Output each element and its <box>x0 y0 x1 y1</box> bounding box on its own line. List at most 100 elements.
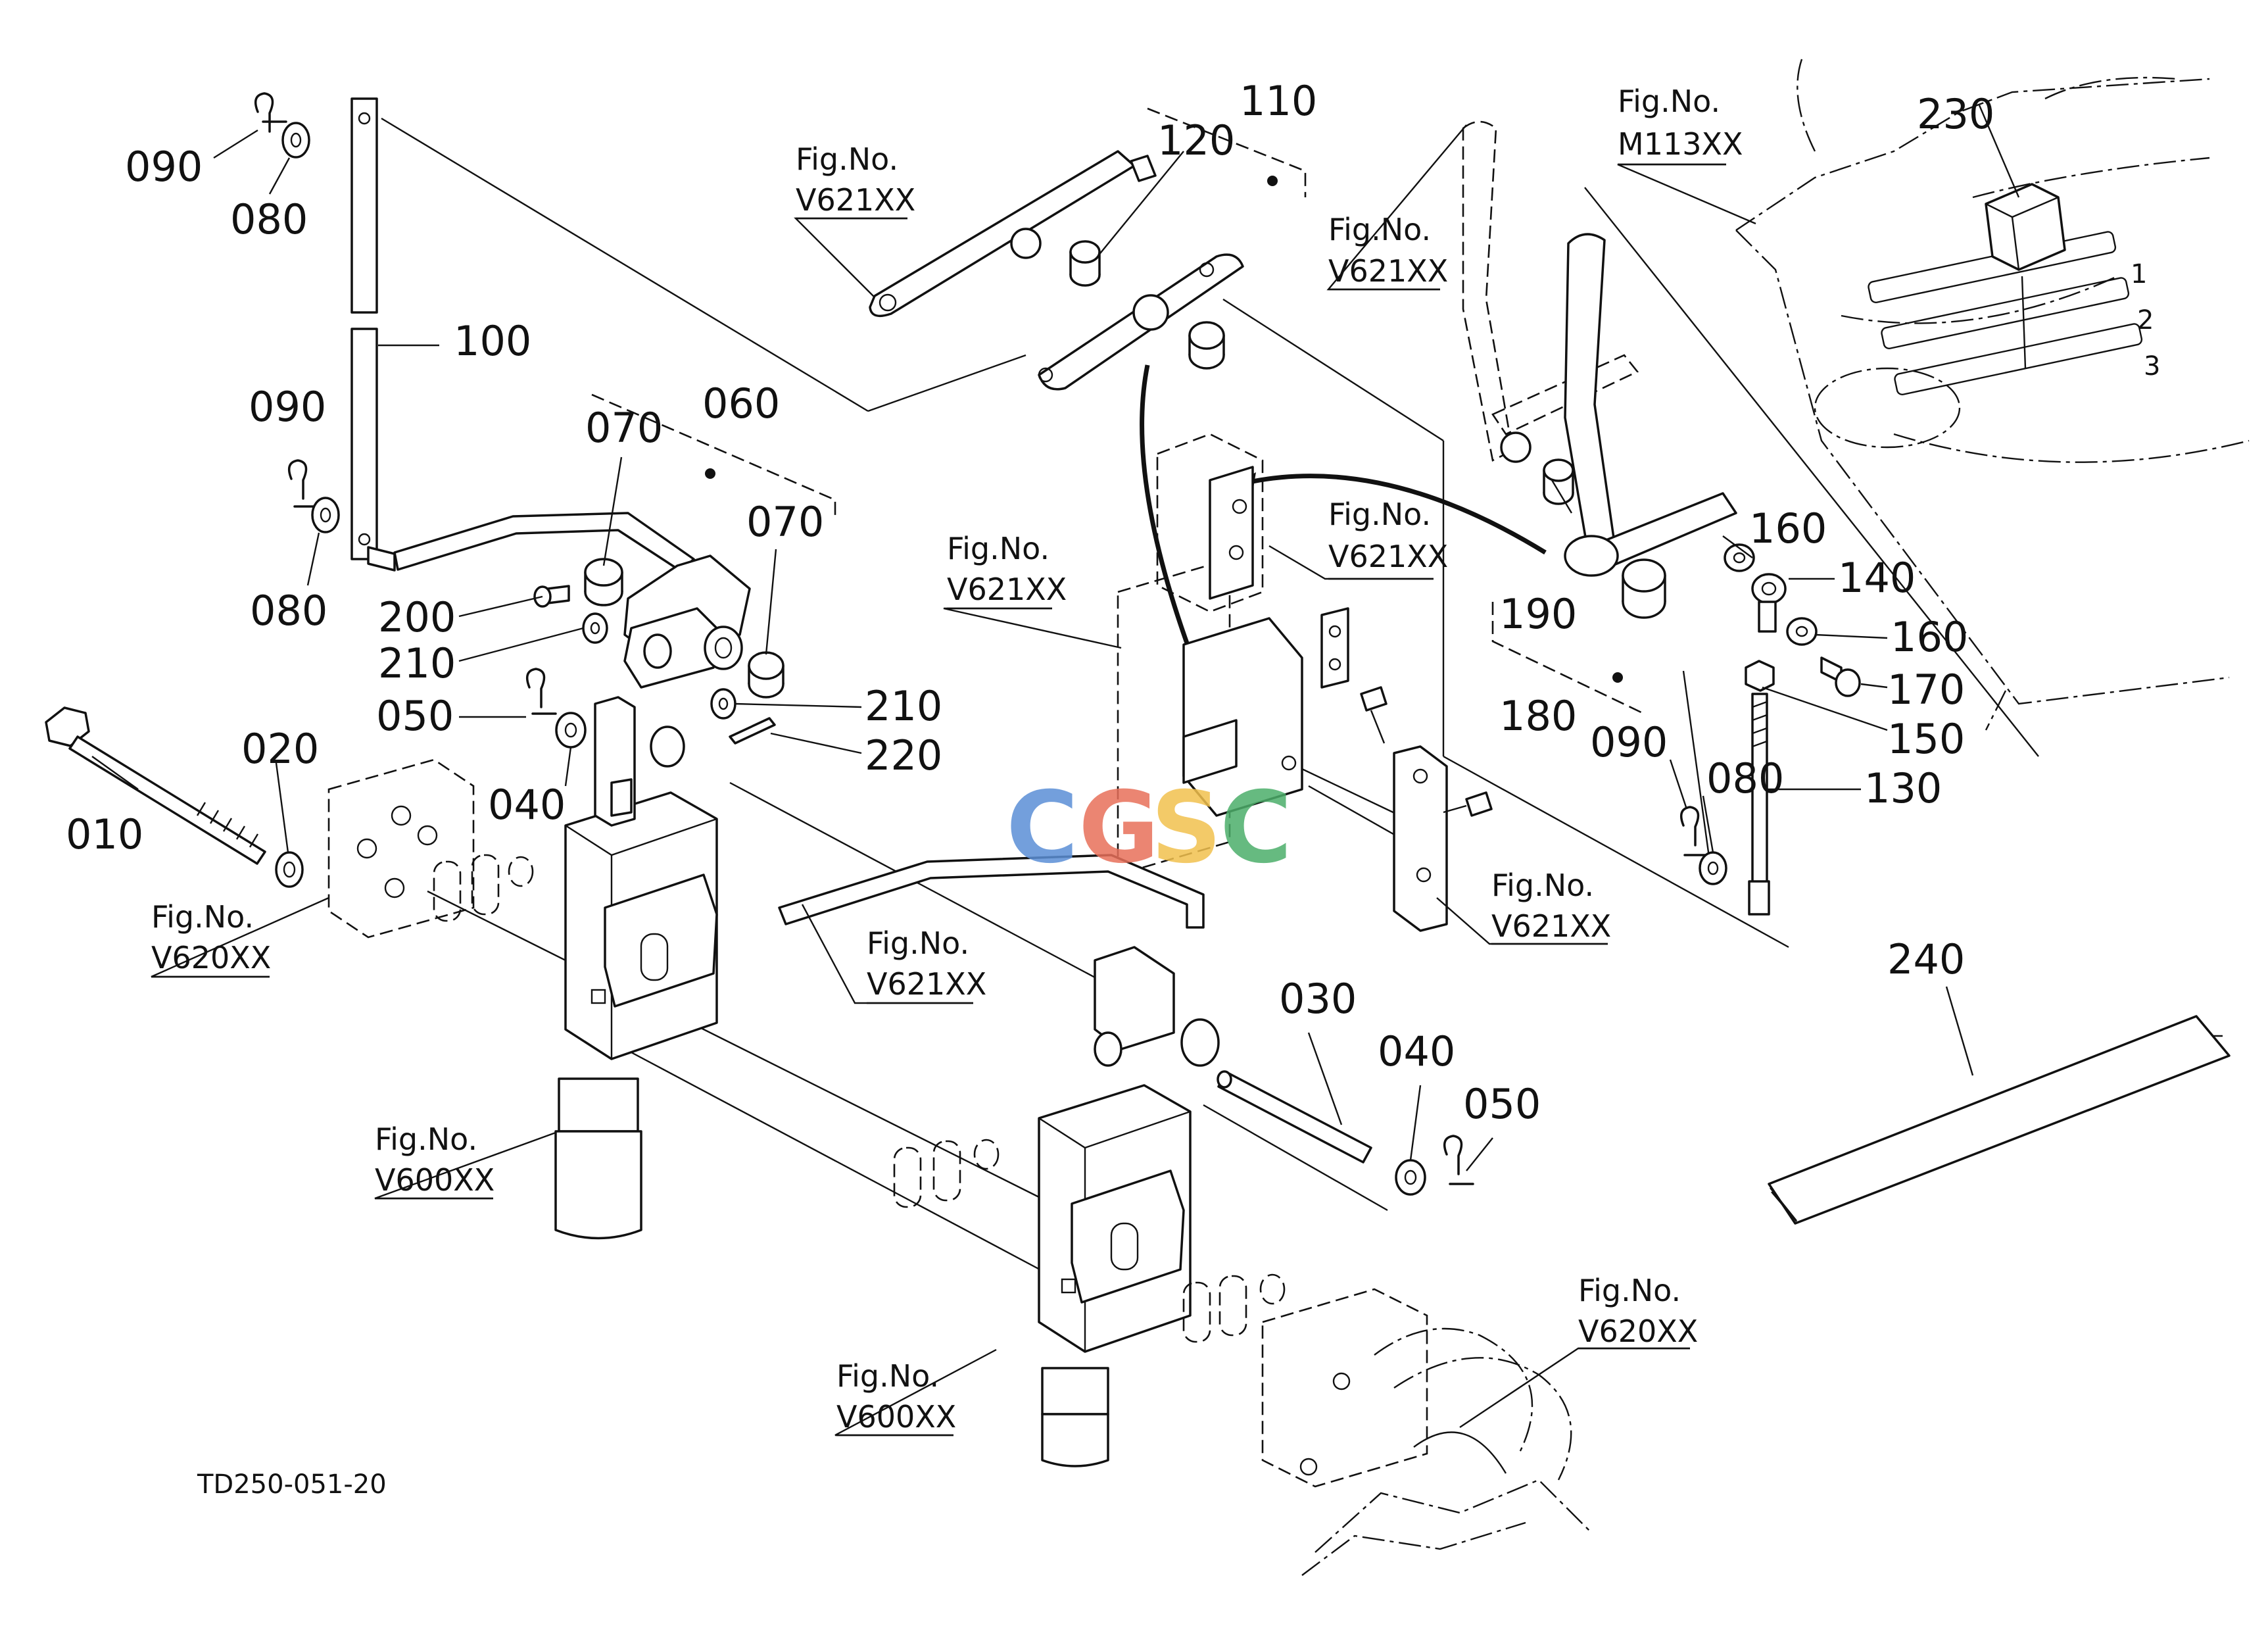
callout-150: 150 <box>1887 715 1965 763</box>
callout-220: 220 <box>865 731 942 779</box>
hair-pin-050-right <box>1443 1135 1474 1185</box>
shift-lever-190 <box>1500 233 1737 577</box>
fig-ref-label: Fig.No. <box>867 925 969 961</box>
callout-010: 010 <box>66 810 143 858</box>
fig-ref-code: V621XX <box>796 182 915 218</box>
watermark-letter: G <box>1078 771 1159 885</box>
fig-ref-v621xx-lower-bracket: Fig.No. V621XX <box>1491 868 1611 944</box>
hoses-fig-v620xx <box>1301 1327 1592 1576</box>
washer-040-right <box>1395 1159 1426 1196</box>
washer-210-right <box>710 688 736 720</box>
hair-pin-090-right <box>1679 806 1709 856</box>
fig-ref-label: Fig.No. <box>947 531 1050 566</box>
callout-190: 190 <box>1499 590 1577 638</box>
spring-washer-020 <box>275 851 304 888</box>
watermark-letter: C <box>1006 771 1078 885</box>
fig-ref-m113xx: Fig.No. M113XX <box>1618 84 1743 162</box>
fig-ref-label: Fig.No. <box>1491 868 1594 903</box>
watermark-letter: C <box>1220 771 1292 885</box>
callout-140: 140 <box>1838 554 1916 602</box>
fig-ref-v600xx-left: Fig.No. V600XX <box>375 1121 495 1198</box>
callout-080-top: 080 <box>230 195 308 243</box>
link-plate-right-110 <box>1038 253 1244 391</box>
nut-150 <box>1745 660 1775 692</box>
fig-ref-v620xx-right: Fig.No. V620XX <box>1578 1273 1698 1349</box>
group-bracket-060 <box>591 393 836 520</box>
group-dot-110 <box>1267 176 1278 186</box>
diagram-code: TD250-051-20 <box>197 1469 387 1500</box>
callout-020: 020 <box>241 725 319 773</box>
control-rod-100 <box>350 97 396 572</box>
fig-ref-v621xx-lower-lever: Fig.No. V621XX <box>867 925 986 1002</box>
washer-080-top <box>281 122 310 159</box>
bushing-120 <box>1069 240 1101 287</box>
control-valve-left <box>554 696 718 1240</box>
callout-060: 060 <box>702 380 780 428</box>
fig-ref-v620xx-left: Fig.No. V620XX <box>151 899 271 975</box>
fig-ref-code: V621XX <box>1328 253 1448 289</box>
knob-230 <box>1985 183 2066 369</box>
callout-200: 200 <box>378 593 456 641</box>
bolt-010 <box>45 706 266 865</box>
hair-pin-050-left <box>525 668 557 715</box>
bolt-170 <box>1820 656 1861 697</box>
bracket-fig-v621xx <box>1117 433 1303 876</box>
fig-ref-label: Fig.No. <box>1578 1273 1681 1308</box>
fig-ref-label: Fig.No. <box>375 1121 477 1157</box>
fig-ref-label: Fig.No. <box>1328 497 1431 532</box>
fig-ref-v621xx-bracket-right: Fig.No. V621XX <box>1328 497 1448 574</box>
ball-joint-140 <box>1751 573 1787 633</box>
fig-ref-v621xx-bracket-left: Fig.No. V621XX <box>947 531 1067 607</box>
callout-080-right: 080 <box>1706 754 1784 802</box>
fig-ref-v621xx-lever: Fig.No. V621XX <box>1328 212 1448 289</box>
group-dot-180 <box>1612 672 1623 683</box>
callout-070-right: 070 <box>746 498 824 546</box>
fig-ref-code: V621XX <box>947 572 1067 607</box>
gear-mark-2: 2 <box>2137 305 2154 335</box>
fig-ref-code: V600XX <box>836 1399 956 1435</box>
spacer-right <box>1188 321 1225 370</box>
bushing-190 <box>1543 458 1574 505</box>
collar-180 <box>1622 558 1666 619</box>
fig-ref-code: V600XX <box>375 1162 495 1198</box>
callout-240: 240 <box>1887 935 1965 983</box>
callout-100: 100 <box>454 317 531 365</box>
hair-pin-090-top <box>254 92 287 133</box>
cotter-pin-220 <box>729 717 776 745</box>
operators-manual-240 <box>1768 1015 2231 1225</box>
callout-080-mid: 080 <box>250 587 327 635</box>
callout-130: 130 <box>1864 764 1942 812</box>
fig-ref-code: V621XX <box>1491 908 1611 944</box>
pin-030 <box>1217 1070 1372 1164</box>
watermark-letter: S <box>1151 771 1222 885</box>
fig-ref-code: M113XX <box>1618 126 1743 162</box>
lever-assembly-060 <box>393 512 751 689</box>
washer-080-right <box>1699 851 1727 885</box>
fig-ref-label: Fig.No. <box>1328 212 1431 247</box>
callout-160-top: 160 <box>1749 504 1827 553</box>
callout-230: 230 <box>1917 90 1994 138</box>
end-plate-right <box>1261 1288 1428 1488</box>
gear-mark-3: 3 <box>2144 351 2160 381</box>
fig-ref-code: V620XX <box>1578 1314 1698 1349</box>
fig-ref-v600xx-right: Fig.No. V600XX <box>836 1358 956 1435</box>
rod-130 <box>1748 693 1770 916</box>
assembly-curve-arrow <box>1229 474 1547 554</box>
control-valve-right <box>1038 1084 1192 1467</box>
callout-090-right: 090 <box>1590 718 1668 766</box>
group-bracket-180 <box>1491 602 1645 715</box>
callout-160-low: 160 <box>1891 613 1968 661</box>
bolt-small <box>1360 686 1387 744</box>
bracket-plate-lower <box>1393 745 1448 932</box>
bushing-070-left <box>584 558 623 606</box>
washer-160-low <box>1786 617 1818 646</box>
fig-ref-code: V621XX <box>867 966 986 1002</box>
callout-210-right: 210 <box>865 682 942 730</box>
hair-pin-090-mid <box>287 459 319 508</box>
o-rings-lower <box>893 1139 1286 1343</box>
bolt-200 <box>533 585 570 608</box>
callout-090-top: 090 <box>125 143 203 191</box>
washer-080-mid <box>311 497 340 533</box>
callout-030: 030 <box>1279 975 1357 1023</box>
